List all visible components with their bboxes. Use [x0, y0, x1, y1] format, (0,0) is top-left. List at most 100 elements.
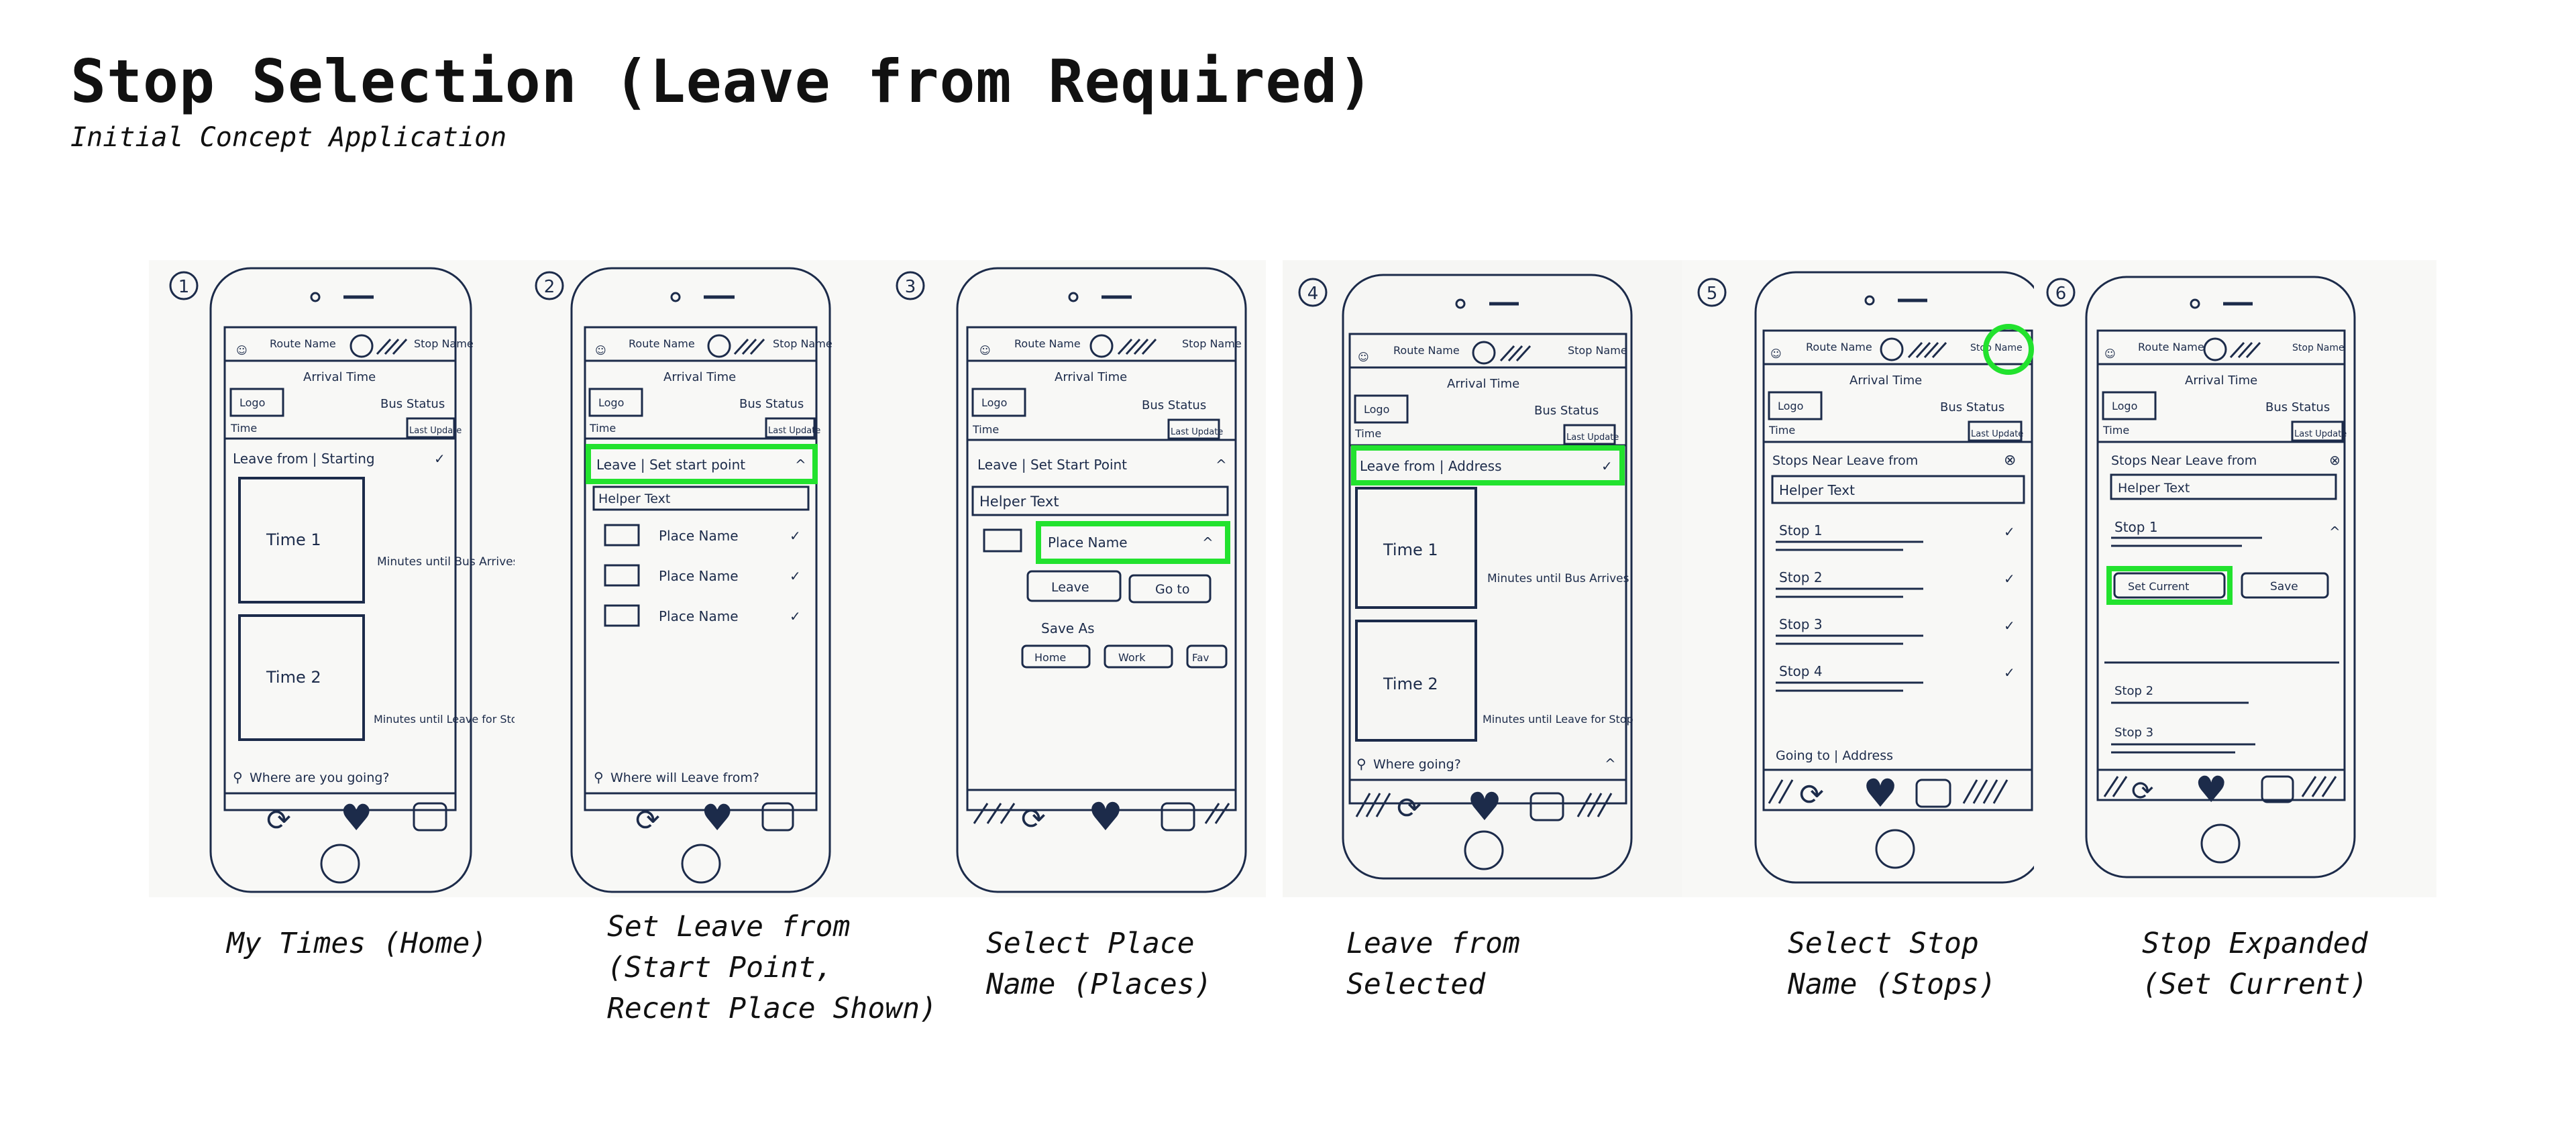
svg-text:Route Name: Route Name	[1806, 341, 1872, 353]
heart-icon[interactable]: ♥	[1863, 770, 1898, 816]
refresh-icon[interactable]: ⟳	[1799, 778, 1824, 812]
close-icon[interactable]: ⊗	[2004, 452, 2016, 469]
helper-input[interactable]	[592, 485, 810, 511]
svg-text:✓: ✓	[2004, 665, 2015, 681]
phone-outline	[1754, 271, 2034, 884]
home-button[interactable]	[681, 844, 721, 884]
sketch-panel-3: 3 ☺ Route Name Stop Name Arrival Time Lo…	[887, 260, 1266, 897]
caption-panel-2: Set Leave from (Start Point, Recent Plac…	[607, 910, 937, 1025]
heart-icon[interactable]: ♥	[701, 797, 733, 839]
leave-from-row[interactable]: Leave | Set Start Point	[977, 457, 1127, 473]
stop-dropdown[interactable]: Stop Name	[1970, 343, 2023, 353]
home-button[interactable]	[1875, 829, 1915, 869]
svg-text:Bus Status: Bus Status	[2265, 400, 2330, 414]
save-button[interactable]	[2241, 572, 2329, 599]
search-bar[interactable]: Where going?	[1373, 757, 1461, 772]
close-icon[interactable]: ⊗	[2329, 452, 2341, 468]
leave-button[interactable]	[1026, 570, 1122, 602]
svg-text:Leave: Leave	[1051, 580, 1089, 595]
stop-item[interactable]: Stop 2	[2114, 684, 2153, 698]
card-icon[interactable]	[761, 802, 794, 832]
svg-text:Time: Time	[2102, 424, 2129, 437]
heart-icon[interactable]: ♥	[1467, 784, 1502, 830]
svg-text:Arrival Time: Arrival Time	[663, 370, 736, 384]
favorite-icon	[707, 334, 731, 358]
svg-text:Arrival Time: Arrival Time	[2185, 374, 2257, 388]
refresh-icon[interactable]: ⟳	[635, 803, 660, 838]
stop-item[interactable]: Stop 3	[1779, 616, 1823, 632]
refresh-icon[interactable]: ⟳	[1397, 791, 1421, 825]
save-home-button[interactable]	[1021, 644, 1091, 669]
helper-input[interactable]	[971, 485, 1229, 516]
place-item[interactable]: Place Name	[659, 528, 739, 544]
heart-icon[interactable]: ♥	[1088, 794, 1123, 840]
panel-number: 5	[1707, 284, 1718, 304]
svg-text:✓: ✓	[790, 608, 801, 624]
helper-input[interactable]	[2110, 473, 2337, 500]
panel-number: 2	[544, 277, 555, 297]
caption-panel-1: My Times (Home)	[227, 927, 488, 960]
time-2-card[interactable]	[1355, 620, 1477, 742]
card-icon[interactable]	[2261, 775, 2294, 803]
save-work-button[interactable]	[1104, 644, 1173, 669]
search-icon: ⚲	[1356, 756, 1366, 772]
home-button[interactable]	[1464, 830, 1504, 870]
place-item[interactable]: Place Name	[1048, 534, 1128, 551]
refresh-icon[interactable]: ⟳	[1021, 802, 1046, 836]
go-to-button[interactable]	[1128, 574, 1212, 604]
card-icon[interactable]	[1915, 779, 1951, 808]
leave-from-row[interactable]: Leave from | Address	[1360, 458, 1502, 474]
svg-text:Route Name: Route Name	[1014, 337, 1081, 350]
time-2-card[interactable]	[238, 614, 365, 741]
save-fav-button[interactable]	[1186, 644, 1228, 669]
svg-text:Time: Time	[1768, 424, 1795, 437]
stop-item[interactable]: Stop 1	[2114, 519, 2158, 535]
search-bar[interactable]: Where will Leave from?	[610, 770, 759, 785]
caption-panel-4: Leave from Selected	[1346, 927, 1520, 1001]
leave-from-row[interactable]: Leave from | Starting	[233, 451, 375, 467]
stop-item[interactable]: Stop 1	[1779, 522, 1823, 538]
page-title: Stop Selection (Leave from Required)	[70, 47, 1375, 116]
refresh-icon[interactable]: ⟳	[2131, 776, 2154, 807]
search-bar[interactable]: Where are you going?	[250, 770, 390, 785]
home-button[interactable]	[2200, 823, 2241, 864]
heart-icon[interactable]: ♥	[2195, 768, 2227, 811]
svg-text:Minutes until Leave for Stop: Minutes until Leave for Stop	[1483, 713, 1633, 726]
svg-text:Save: Save	[2270, 580, 2298, 593]
svg-text:Last Update: Last Update	[1566, 433, 1619, 443]
going-to-row[interactable]: Going to | Address	[1776, 748, 1893, 763]
set-current-button[interactable]	[2113, 572, 2226, 599]
stop-item[interactable]: Stop 2	[1779, 569, 1823, 585]
helper-input[interactable]	[1771, 475, 2025, 504]
svg-text:Arrival Time: Arrival Time	[1447, 377, 1519, 391]
stop-item[interactable]: Stop 4	[1779, 663, 1823, 679]
svg-text:Route Name: Route Name	[629, 337, 695, 350]
svg-text:✓: ✓	[790, 528, 801, 544]
heart-icon[interactable]: ♥	[340, 797, 372, 839]
svg-text:^: ^	[1216, 457, 1227, 473]
panel-number: 3	[905, 277, 916, 297]
svg-text:Work: Work	[1118, 651, 1146, 664]
time-1-card[interactable]	[1355, 487, 1477, 609]
stop-item[interactable]: Stop 3	[2114, 726, 2153, 740]
menu-icon	[983, 528, 1022, 553]
svg-text:✓: ✓	[2004, 618, 2015, 634]
card-icon[interactable]	[413, 802, 447, 832]
favorite-icon	[350, 334, 374, 358]
svg-text:Last Update: Last Update	[409, 426, 462, 436]
panel-number: 6	[2055, 284, 2067, 304]
card-icon[interactable]	[1529, 792, 1564, 821]
time-1-card[interactable]	[238, 477, 365, 604]
leave-from-row[interactable]: Leave | Set start point	[596, 457, 745, 473]
place-item[interactable]: Place Name	[659, 568, 739, 584]
place-item[interactable]: Place Name	[659, 608, 739, 624]
svg-text:Bus Status: Bus Status	[1940, 400, 2004, 414]
svg-text:✓: ✓	[1601, 458, 1613, 474]
card-icon[interactable]	[1161, 802, 1195, 832]
refresh-icon[interactable]: ⟳	[266, 803, 291, 838]
home-button[interactable]	[320, 844, 360, 884]
panel-number: 4	[1307, 284, 1319, 304]
svg-text:Logo: Logo	[981, 396, 1007, 409]
stop-dropdown[interactable]: Stop Name	[2292, 343, 2345, 353]
svg-text:Fav: Fav	[1192, 652, 1209, 664]
